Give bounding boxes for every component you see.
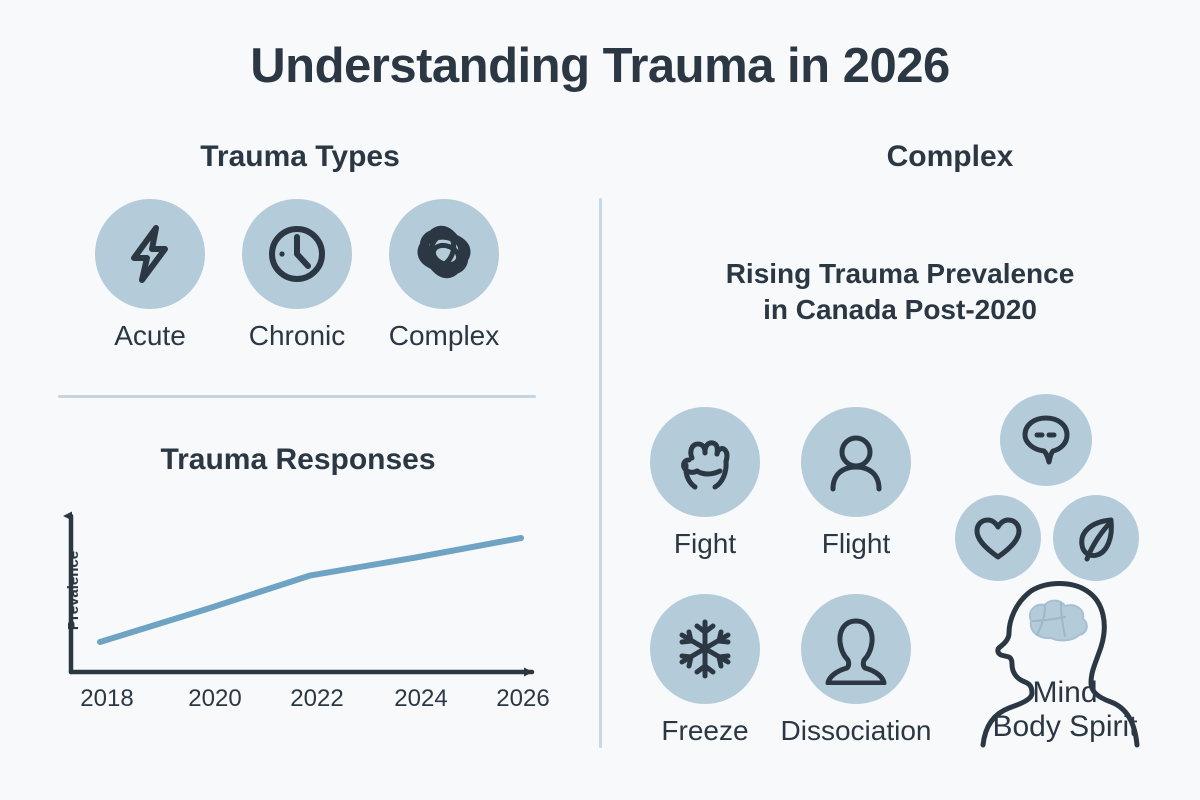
icon-circle-complex	[389, 199, 499, 309]
chart-plot	[63, 511, 535, 677]
icon-circle-mind	[1000, 394, 1092, 486]
subtitle-line-1: Rising Trauma Prevalence	[725, 258, 1075, 289]
label-mind-body-spirit: Mind Body Spirit	[950, 676, 1180, 743]
leaf-icon	[1079, 517, 1114, 562]
chart-x-tick-labels: 2018 2020 2022 2024 2026	[40, 685, 560, 719]
chart-series-line	[97, 535, 524, 645]
x-tick-2018: 2018	[80, 685, 134, 712]
label-body-spirit: Body Spirit	[992, 709, 1138, 743]
trauma-responses-heading: Trauma Responses	[160, 443, 436, 476]
x-tick-2026: 2026	[496, 685, 550, 712]
page-title: Understanding Trauma in 2026	[250, 39, 950, 93]
faded-person-icon	[825, 618, 887, 685]
icon-circle-chronic	[242, 199, 352, 309]
snowflake-icon	[679, 619, 731, 679]
icon-circle-freeze	[650, 594, 760, 704]
icon-circle-fight	[650, 407, 760, 517]
clock-icon	[269, 226, 325, 282]
tangled-scribble-icon	[417, 225, 471, 279]
label-dissociation: Dissociation	[780, 715, 932, 746]
x-tick-2022: 2022	[290, 685, 344, 712]
label-freeze: Freeze	[661, 715, 749, 746]
speech-bubble-icon	[1022, 415, 1070, 465]
icon-circle-acute	[95, 199, 205, 309]
trauma-types-heading: Trauma Types	[200, 140, 400, 173]
chart-y-axis-label: Prevalence	[65, 550, 83, 631]
complex-heading: Complex	[886, 140, 1014, 173]
person-icon	[830, 435, 882, 492]
icon-circle-spirit	[1053, 495, 1139, 581]
label-chronic: Chronic	[248, 320, 346, 351]
label-mind: Mind	[1032, 676, 1098, 709]
label-fight: Fight	[673, 528, 737, 559]
subtitle-line-2: in Canada Post-2020	[763, 293, 1037, 325]
right-panel-subtitle: Rising Trauma Prevalence in Canada Post-…	[640, 256, 1160, 328]
fist-icon	[681, 440, 730, 490]
heart-icon	[974, 517, 1022, 560]
x-tick-2024: 2024	[394, 685, 448, 712]
label-complex: Complex	[388, 320, 500, 351]
x-tick-2020: 2020	[188, 685, 242, 712]
vertical-divider	[599, 198, 602, 748]
icon-circle-body	[955, 495, 1041, 581]
head-with-brain-icon	[975, 575, 1145, 750]
horizontal-divider	[58, 395, 536, 398]
icon-circle-flight	[801, 407, 911, 517]
label-acute: Acute	[114, 320, 186, 351]
icon-circle-dissociation	[801, 594, 911, 704]
label-flight: Flight	[821, 528, 891, 559]
trauma-responses-chart: Prevalence 2018 2020 2022 2024 2026	[40, 490, 560, 730]
lightning-bolt-icon	[131, 225, 168, 283]
